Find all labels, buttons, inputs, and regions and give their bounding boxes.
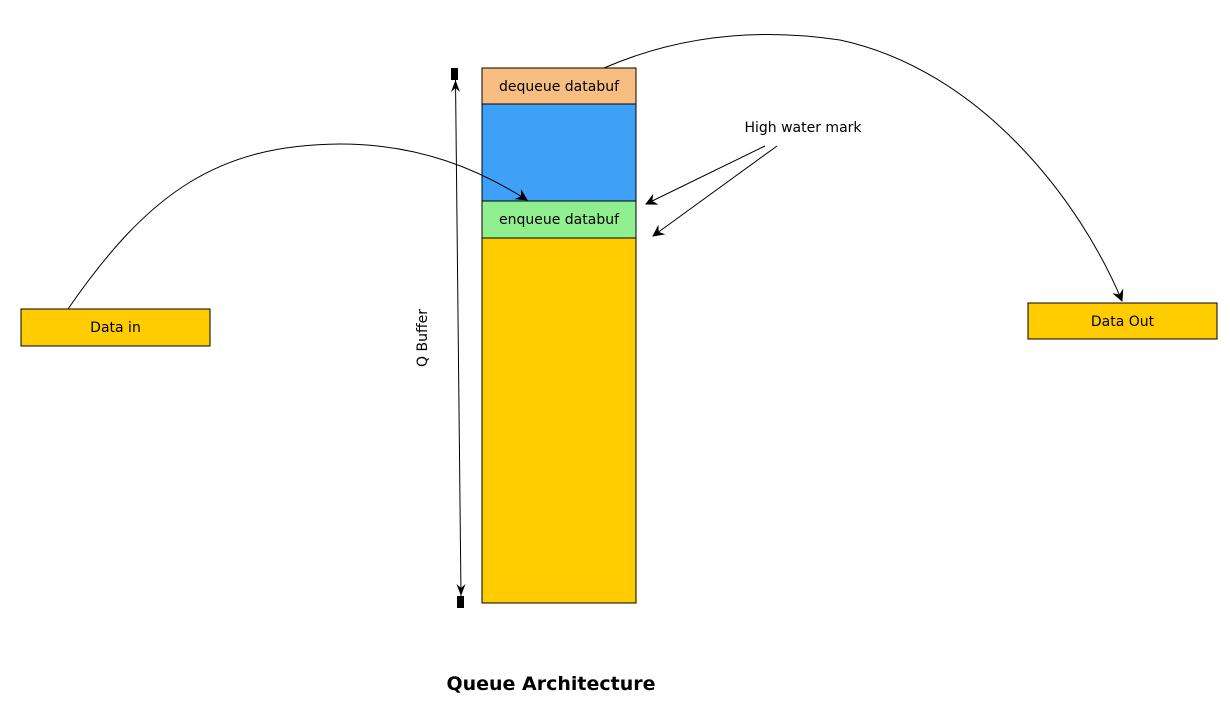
dequeue-label: dequeue databuf xyxy=(499,79,620,95)
dimension-tick-bottom xyxy=(457,596,464,608)
queue-buffer: dequeue databuf enqueue databuf xyxy=(481,67,637,604)
high-water-mark-label: High water mark xyxy=(744,120,862,136)
data-out-node: Data Out xyxy=(1027,302,1218,340)
high-water-arrow-2 xyxy=(652,145,778,237)
diagram-title: Queue Architecture xyxy=(446,673,655,695)
dequeue-databuf-node: dequeue databuf xyxy=(481,67,637,105)
data-in-arrow xyxy=(67,143,528,310)
q-buffer-dimension: Q Buffer xyxy=(415,68,466,608)
data-out-label: Data Out xyxy=(1091,314,1155,330)
data-out-arrow xyxy=(603,34,1124,302)
q-buffer-label: Q Buffer xyxy=(415,309,431,367)
empty-region xyxy=(481,237,637,604)
dimension-line xyxy=(455,79,462,597)
data-in-node: Data in xyxy=(20,308,211,347)
dimension-arrow-up xyxy=(451,80,460,92)
enqueue-label: enqueue databuf xyxy=(499,212,620,228)
dimension-tick-top xyxy=(451,68,458,80)
data-in-label: Data in xyxy=(90,320,141,336)
enqueue-databuf-node: enqueue databuf xyxy=(481,200,637,239)
high-water-arrow-1 xyxy=(645,145,766,205)
dimension-arrow-down xyxy=(456,584,466,596)
